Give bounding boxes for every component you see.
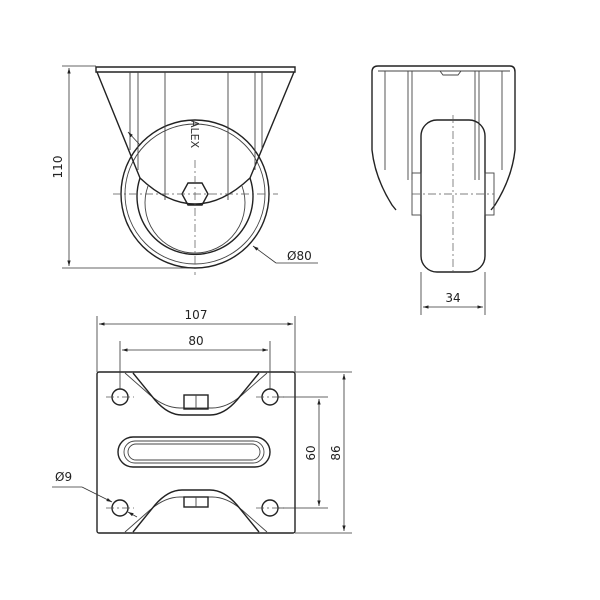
plate-length-dimension: 86 <box>329 445 343 460</box>
side-view: 34 <box>371 65 516 315</box>
bracket-left <box>371 65 397 211</box>
wheel-rim <box>136 177 254 256</box>
plan-view: 107 80 60 86 Ø9 <box>52 308 352 534</box>
mounting-plate <box>96 371 296 534</box>
hole-spacing-x-dimension: 80 <box>188 334 203 348</box>
hole-diameter-dimension: Ø9 <box>55 470 72 484</box>
wheel-diameter-dimension: Ø80 <box>287 249 312 263</box>
top-plate <box>95 66 296 73</box>
bracket-right <box>378 65 516 211</box>
slot <box>117 436 271 468</box>
front-view: ALEX 110 Ø80 <box>51 65 318 275</box>
hole-spacing-y-dimension: 60 <box>304 445 318 460</box>
plate-width-dimension: 107 <box>185 308 208 322</box>
wheel-width-dimension: 34 <box>445 291 460 305</box>
height-dimension: 110 <box>51 156 65 179</box>
brand-logo: ALEX <box>188 120 201 149</box>
